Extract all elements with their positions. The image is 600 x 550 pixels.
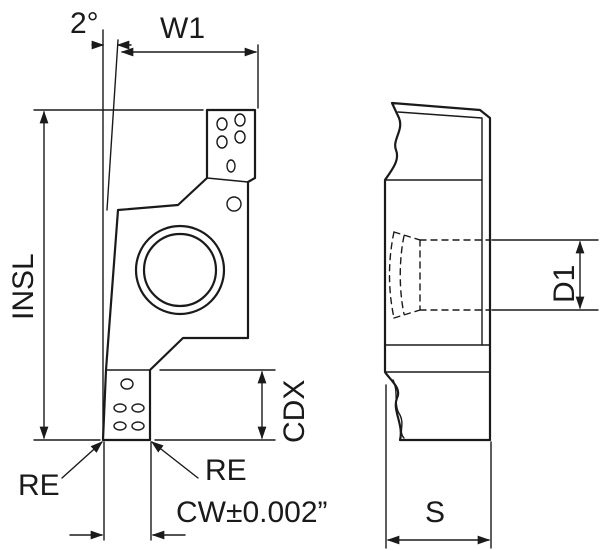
re-left-label: RE xyxy=(18,469,60,502)
hidden-hole xyxy=(388,231,491,319)
side-surface-line-top xyxy=(397,111,483,346)
side-bottom-contour xyxy=(392,379,405,439)
front-view xyxy=(101,108,257,442)
small-hole xyxy=(226,196,242,212)
top-chipbreaker-face xyxy=(206,109,249,183)
re-left-leader xyxy=(61,441,103,479)
insert-outline xyxy=(101,108,257,442)
clamp-hole-inner xyxy=(142,232,218,308)
top-chipbreaker-dots xyxy=(216,113,246,173)
cdx-label: CDX xyxy=(278,380,311,443)
dimensions-front xyxy=(33,29,276,541)
insl-label: INSL xyxy=(7,253,40,320)
cw-label: CW±0.002” xyxy=(176,496,328,529)
angle-line-tilted xyxy=(106,39,119,211)
s-label: S xyxy=(425,496,445,529)
re-right-label: RE xyxy=(205,454,247,487)
clamp-hole-outer xyxy=(134,224,226,316)
d1-label: D1 xyxy=(548,265,581,303)
labels: 2° W1 INSL CDX D1 RE RE CW±0.002” S xyxy=(7,7,581,529)
side-view xyxy=(383,101,599,549)
re-right-leader xyxy=(151,441,199,479)
bottom-chipbreaker-dots xyxy=(113,378,145,431)
w1-label: W1 xyxy=(160,12,205,45)
angle-label: 2° xyxy=(70,7,99,40)
